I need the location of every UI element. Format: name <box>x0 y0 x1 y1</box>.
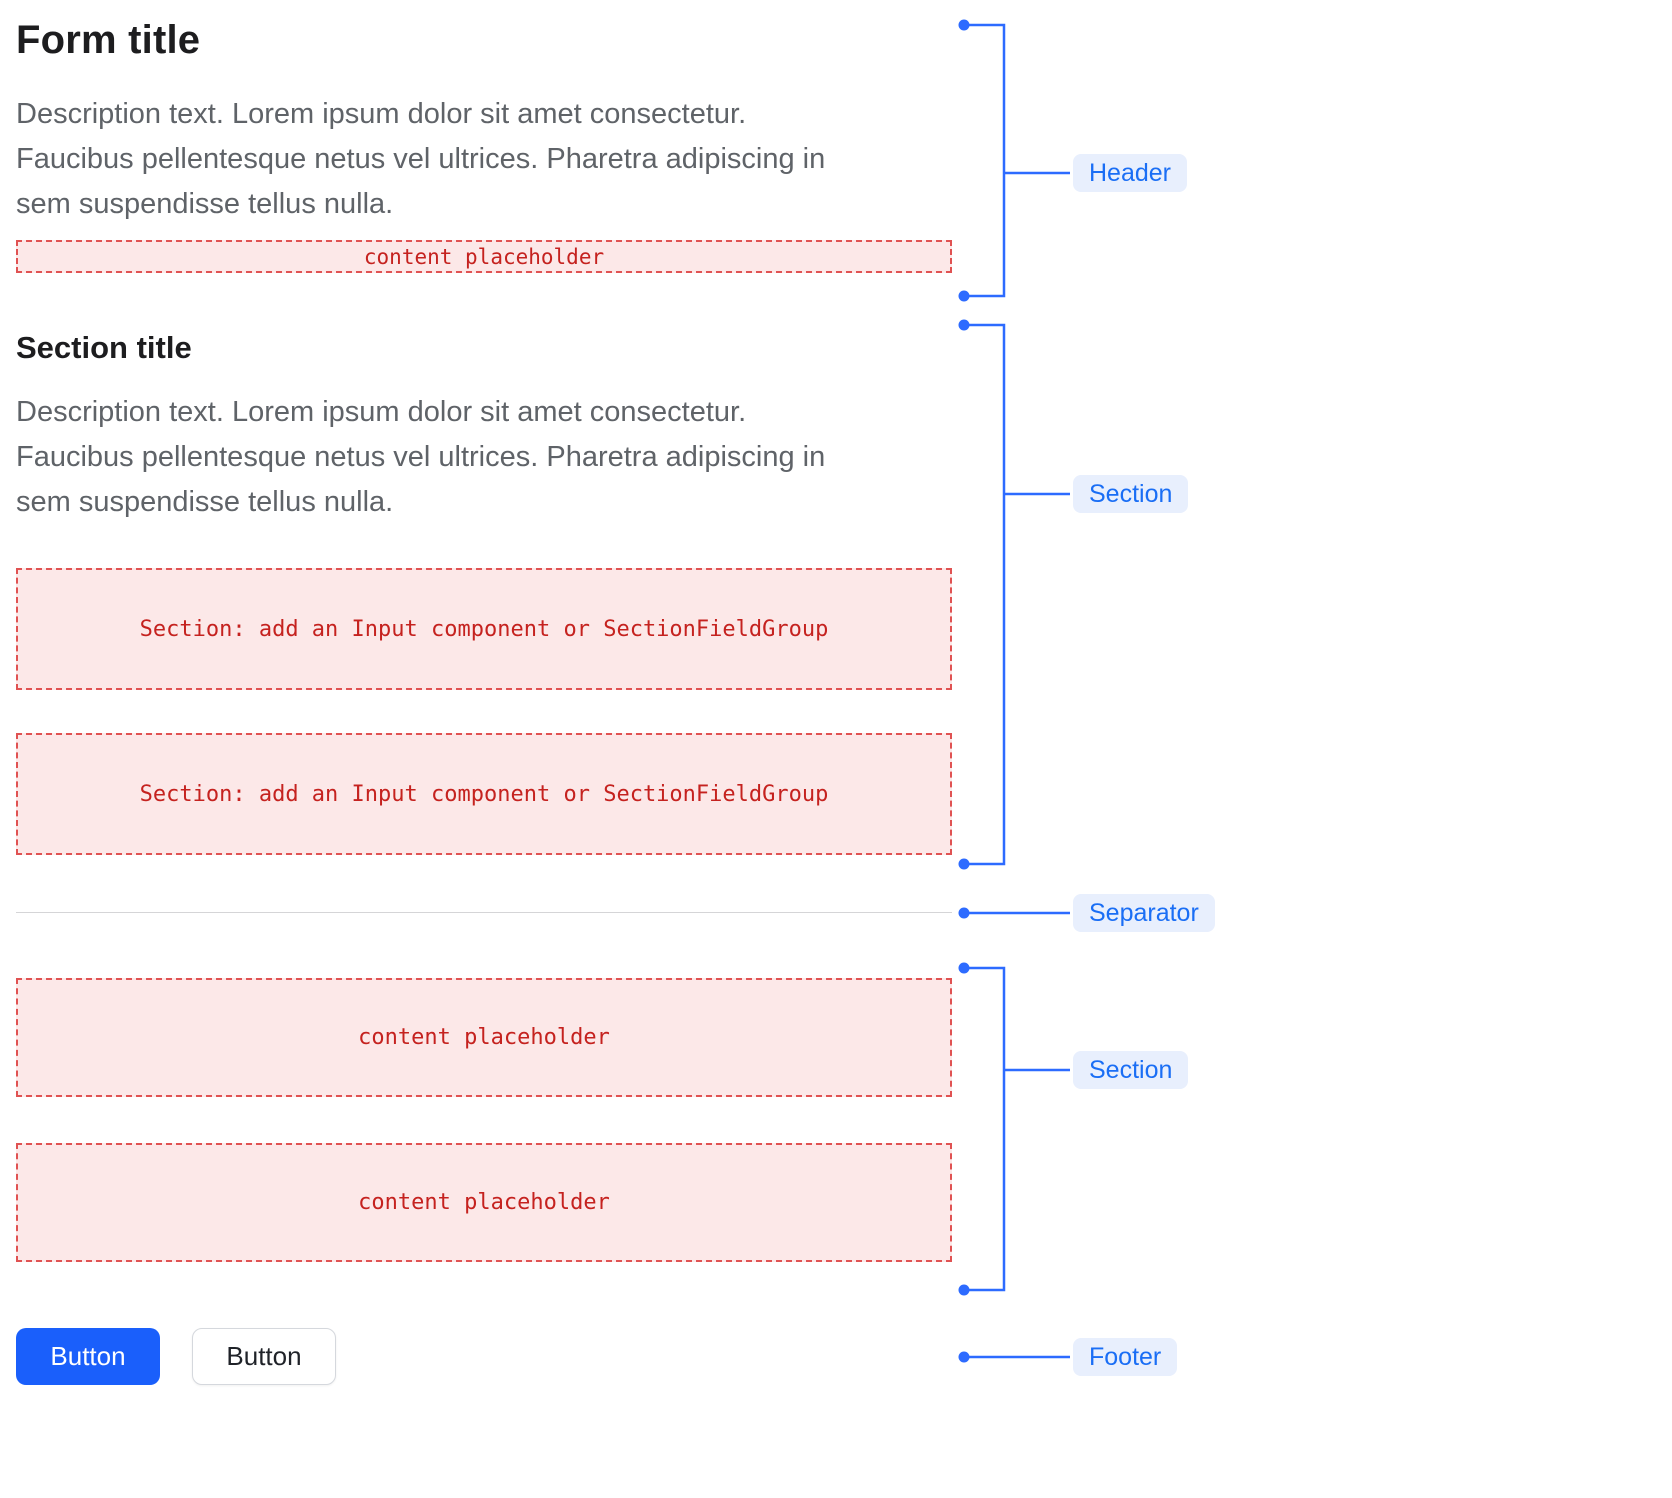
footer-pointer <box>958 1351 1070 1363</box>
section-content-placeholder-label: content placeholder <box>358 1190 610 1215</box>
separator-line <box>16 912 952 913</box>
section-1-bracket <box>958 319 1070 870</box>
section-content-placeholder: content placeholder <box>16 1143 952 1262</box>
form-description: Description text. Lorem ipsum dolor sit … <box>16 98 826 220</box>
section-title: Section title <box>16 330 192 365</box>
section-content-placeholder-label: content placeholder <box>358 1025 610 1050</box>
annotation-label-header: Header <box>1073 154 1187 192</box>
primary-button[interactable]: Button <box>16 1328 160 1385</box>
section-input-slot-label: Section: add an Input component or Secti… <box>139 781 829 807</box>
section-input-slot-placeholder: Section: add an Input component or Secti… <box>16 568 952 690</box>
form-title: Form title <box>16 18 201 62</box>
section-input-slot-label: Section: add an Input component or Secti… <box>139 616 829 642</box>
header-content-placeholder-label: content placeholder <box>363 244 605 269</box>
header-bracket <box>958 19 1070 302</box>
section-content-placeholder: content placeholder <box>16 978 952 1097</box>
separator-pointer <box>958 907 1070 919</box>
annotation-label-section-2: Section <box>1073 1051 1189 1089</box>
annotation-label-footer: Footer <box>1073 1338 1178 1376</box>
header-content-placeholder: content placeholder <box>16 240 952 273</box>
secondary-button[interactable]: Button <box>192 1328 336 1385</box>
section-description: Description text. Lorem ipsum dolor sit … <box>16 396 826 518</box>
section-2-bracket <box>958 962 1070 1296</box>
annotation-label-separator: Separator <box>1073 894 1215 932</box>
annotation-label-section-1: Section <box>1073 475 1189 513</box>
section-input-slot-placeholder: Section: add an Input component or Secti… <box>16 733 952 855</box>
